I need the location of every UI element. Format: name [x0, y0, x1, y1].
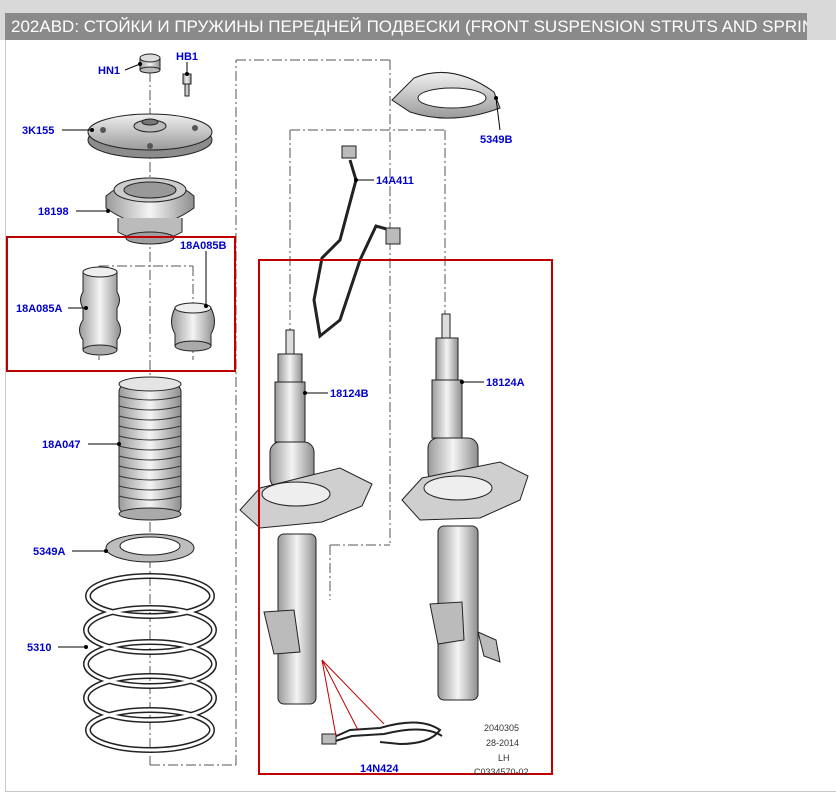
leader-dots	[84, 62, 498, 649]
spring-seat-5349b	[391, 72, 501, 119]
label-18a085b: 18A085B	[180, 240, 227, 252]
label-5349b: 5349B	[480, 134, 512, 146]
reference-line-3: LH	[498, 753, 510, 763]
diagram-frame	[5, 40, 836, 792]
spring-seat-5349a	[105, 533, 195, 563]
leader-lines	[58, 62, 501, 648]
sensor-connector-end	[385, 227, 401, 245]
bolt-hb1	[182, 73, 192, 97]
label-hn1: HN1	[98, 65, 120, 77]
callout-red-lines	[321, 659, 385, 737]
label-18a047: 18A047	[42, 439, 81, 451]
page-title: 202ABD: СТОЙКИ И ПРУЖИНЫ ПЕРЕДНЕЙ ПОДВЕС…	[5, 13, 807, 40]
label-18124a: 18124A	[486, 377, 525, 389]
bump-stop-18a085a	[79, 266, 121, 356]
strut-18124b	[239, 329, 373, 705]
label-5310: 5310	[27, 642, 51, 654]
label-3k155: 3K155	[22, 125, 54, 137]
sensor-connector-top	[341, 145, 357, 159]
label-18198: 18198	[38, 206, 69, 218]
reference-line-4: C0334570-02	[474, 767, 529, 777]
sensor-wire-14a411	[312, 159, 391, 339]
label-14n424: 14N424	[360, 763, 399, 775]
harness-connector	[321, 733, 337, 745]
label-18a085a: 18A085A	[16, 303, 63, 315]
label-5349a: 5349A	[33, 546, 65, 558]
label-14a411: 14A411	[376, 175, 414, 187]
label-18124b: 18124B	[330, 388, 369, 400]
top-mount-3k155	[87, 113, 213, 159]
bump-stop-18a085b	[171, 302, 215, 352]
nut-hn1	[139, 53, 161, 74]
reference-line-2: 28-2014	[486, 738, 519, 748]
wiring-harness-14n424	[331, 721, 443, 746]
coil-spring-highlight	[84, 574, 216, 752]
bearing-18198	[105, 177, 195, 245]
reference-line-1: 2040305	[484, 723, 519, 733]
highlight-box-struts	[258, 259, 553, 775]
strut-18124a	[401, 313, 529, 701]
highlight-box-bump-stops	[6, 236, 236, 372]
dust-boot-18a047	[118, 376, 182, 521]
label-hb1: HB1	[176, 51, 198, 63]
